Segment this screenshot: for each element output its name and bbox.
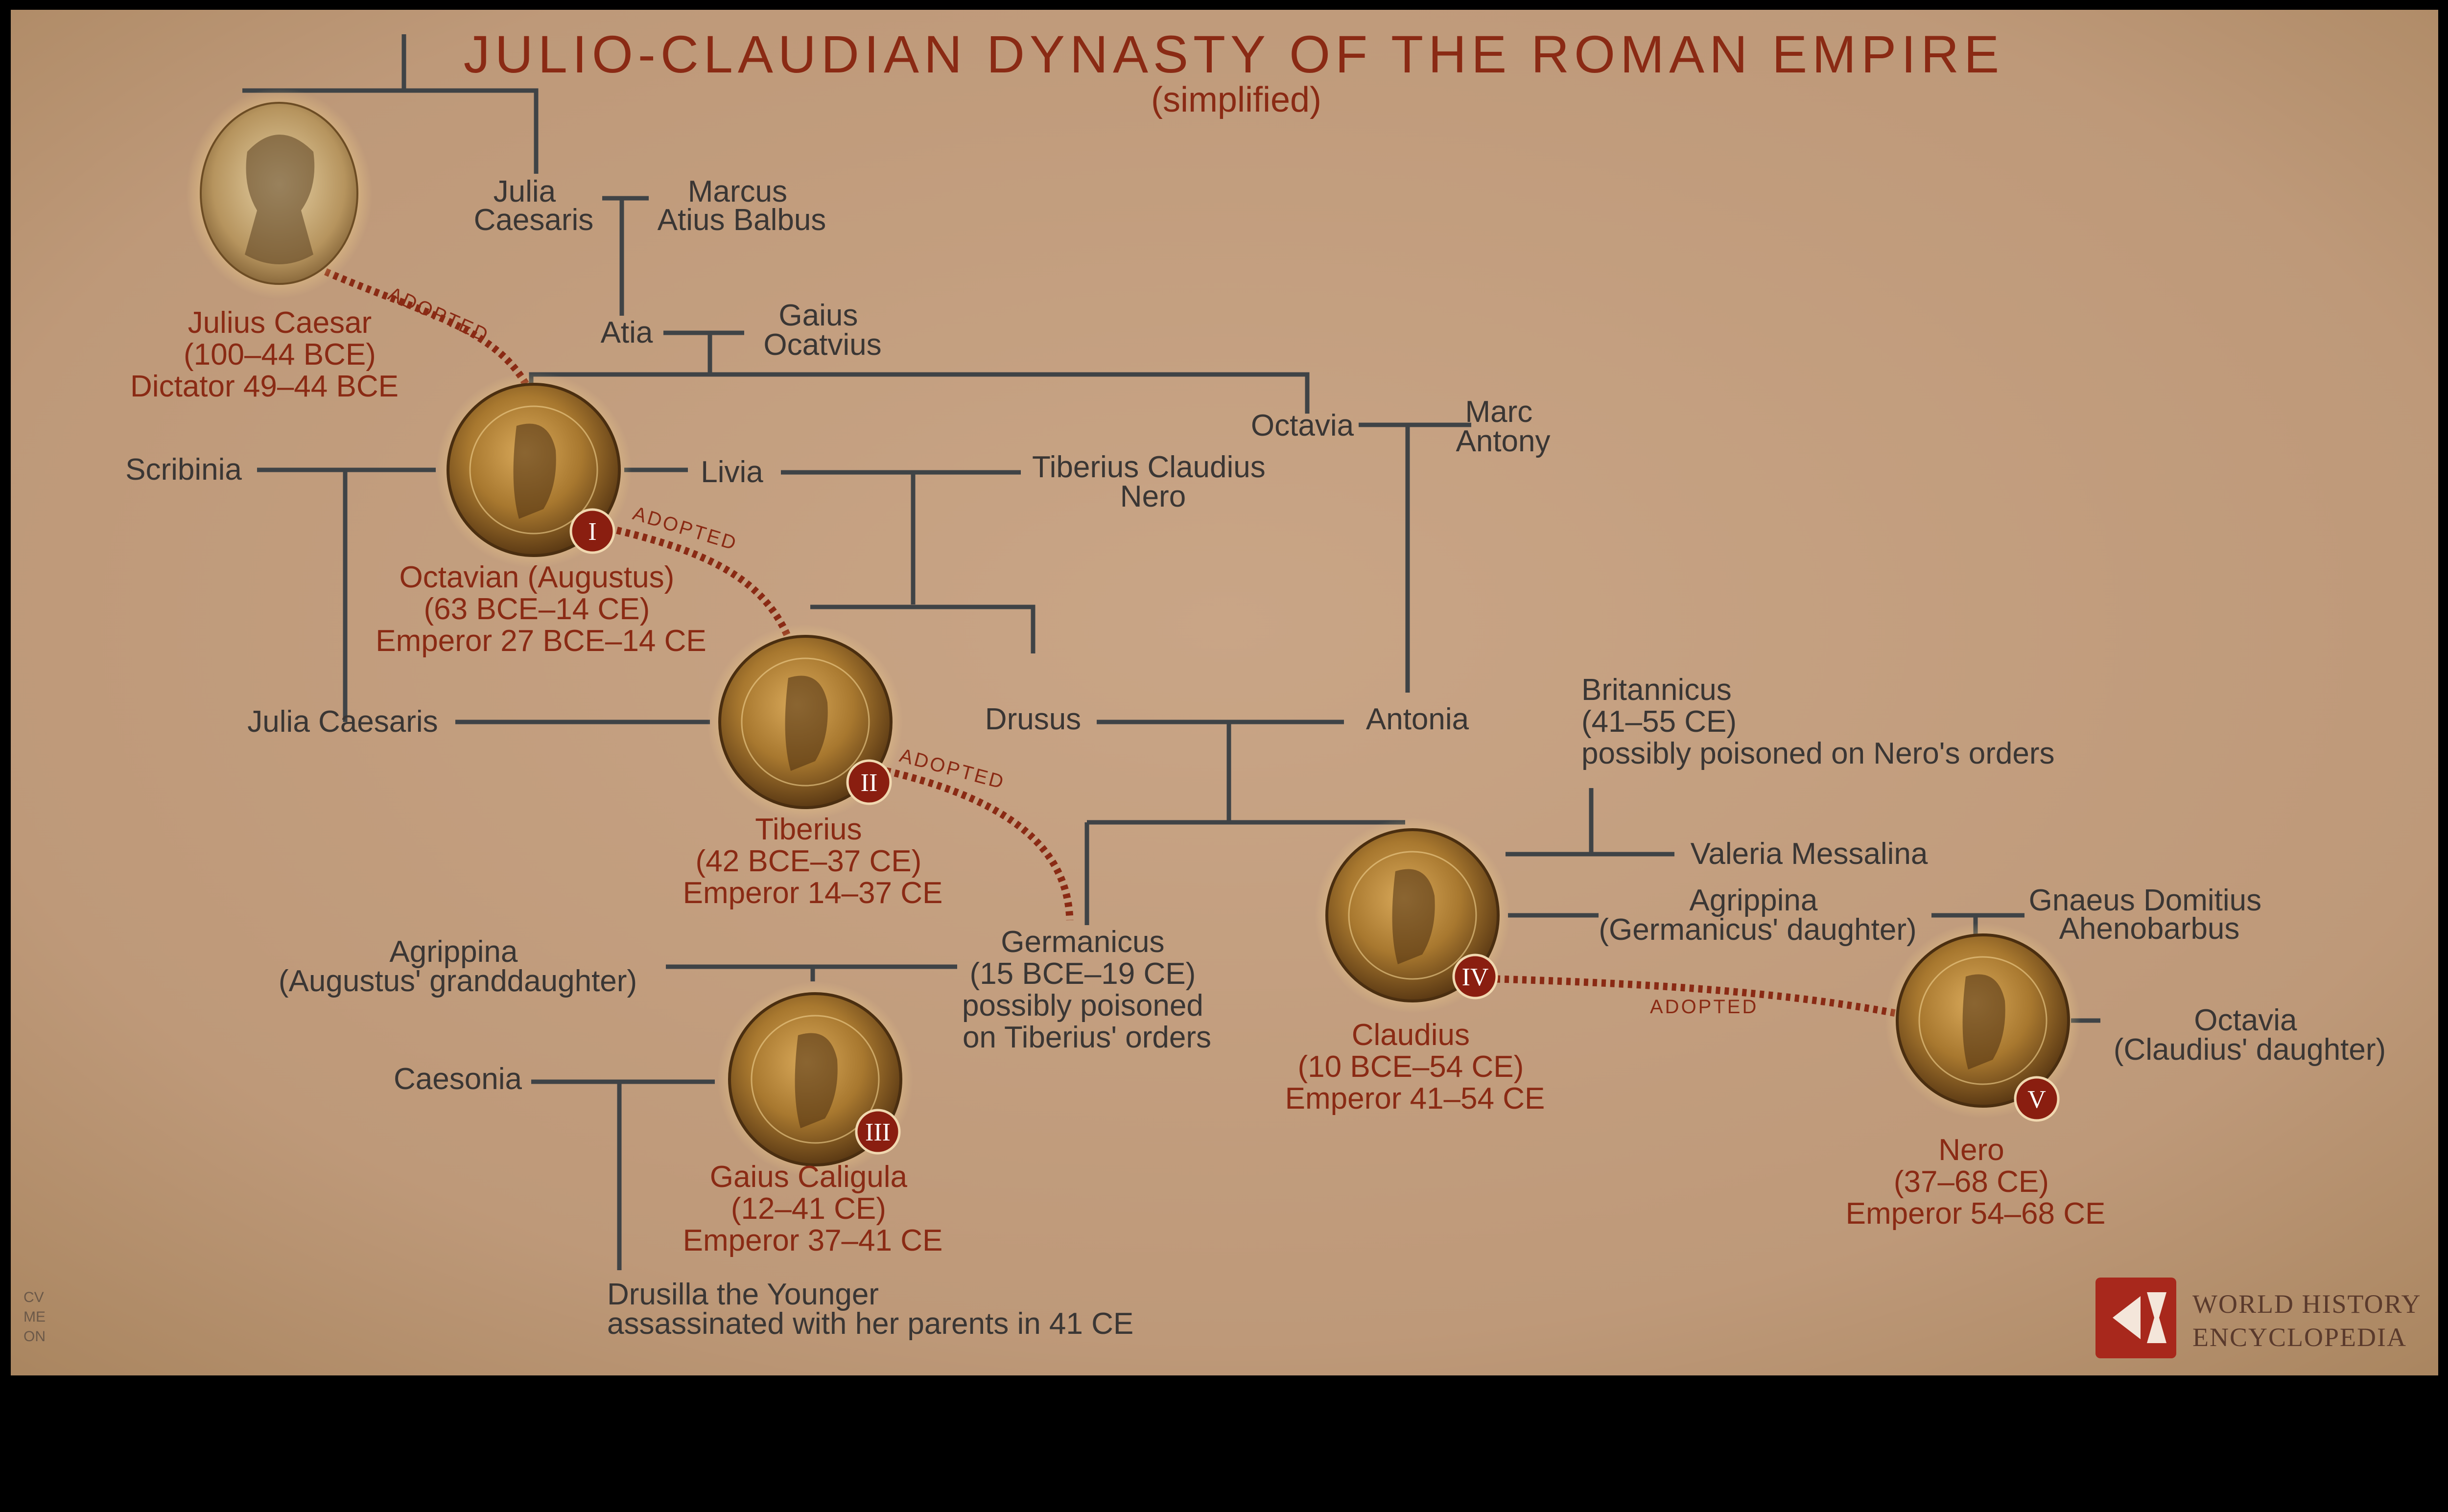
connector-line (663, 330, 744, 374)
person-caesonia: Caesonia (394, 1062, 522, 1096)
person-scribinia: Scribinia (125, 453, 242, 487)
person-nero: Nero (37–68 CE) Emperor 54–68 CE (1846, 1133, 2106, 1231)
paper-background (11, 10, 2438, 1375)
connector-line (1084, 820, 1405, 925)
person-agrippina-germanicus: Agrippina (Germanicus' daughter) (1599, 884, 1916, 947)
person-marc-antony: Marc Antony (1456, 395, 1550, 458)
person-gnaeus-domitius: Gnaeus Domitius Ahenobarbus (2029, 884, 2270, 946)
numeral-badge (1452, 954, 1498, 1000)
connector-line (531, 1079, 715, 1270)
page-subtitle: (simplified) (1151, 80, 1321, 119)
connector-line (1359, 422, 1471, 693)
connector-line (1506, 788, 1674, 857)
person-agrippina-augustus: Agrippina (Augustus' granddaughter) (279, 935, 637, 998)
page-title: JULIO-CLAUDIAN DYNASTY OF THE ROMAN EMPI… (464, 24, 2004, 84)
whe-logo: WORLD HISTORY ENCYCLOPEDIA (2095, 1278, 2422, 1358)
person-caligula: Gaius Caligula (12–41 CE) Emperor 37–41 … (683, 1160, 943, 1257)
person-octavia-elder: Octavia (1251, 409, 1354, 442)
emperor-numeral: I (588, 518, 596, 546)
connector-line (666, 964, 957, 981)
emperor-numeral: V (2027, 1086, 2046, 1114)
person-livia: Livia (701, 455, 763, 489)
artist-signature: CV ME ON (24, 1289, 49, 1345)
emperor-numeral: II (861, 769, 878, 797)
connector-line (810, 605, 1036, 653)
person-tiberius-claudius-nero: Tiberius Claudius Nero (1032, 450, 1274, 513)
person-drusus: Drusus (985, 702, 1081, 736)
emperor-numeral: III (865, 1118, 891, 1146)
coin-tiberius: II (707, 624, 903, 820)
numeral-badge (2014, 1076, 2060, 1122)
coin-claudius: IV (1315, 817, 1510, 1013)
person-julia-caesaris: Julia Caesaris (247, 705, 438, 739)
person-valeria-messalina: Valeria Messalina (1691, 837, 1928, 871)
connector-line (1097, 720, 1344, 822)
person-atia: Atia (601, 316, 653, 349)
coin-caligula: III (717, 981, 913, 1177)
adoption-links (324, 268, 1932, 1024)
adopted-label: ADOPTED (1650, 996, 1758, 1018)
person-marcus-atius-balbus: Marcus Atius Balbus (658, 175, 826, 237)
bottom-bar (0, 1375, 2448, 1512)
portrait-julius-caesar (186, 88, 372, 299)
connector-line (242, 34, 539, 174)
person-julius-caesar: Julius Caesar (100–44 BCE) Dictator 49–4… (130, 306, 399, 403)
numeral-badge (569, 508, 615, 554)
person-julia-caesaris-elder: Julia Caesaris (474, 175, 594, 237)
numeral-badge (846, 759, 892, 805)
person-claudius: Claudius (10 BCE–54 CE) Emperor 41–54 CE (1285, 1018, 1545, 1116)
person-tiberius: Tiberius (42 BCE–37 CE) Emperor 14–37 CE (683, 813, 943, 910)
logo-line-2: ENCYCLOPEDIA (2192, 1323, 2407, 1352)
person-drusilla: Drusilla the Younger assassinated with h… (607, 1278, 1133, 1341)
person-octavian: Octavian (Augustus) (63 BCE–14 CE) Emper… (376, 560, 706, 658)
emperor-numeral: IV (1462, 963, 1489, 991)
person-octavia-claudius: Octavia (Claudius' daughter) (2114, 1003, 2386, 1067)
coin-nero: V (1885, 923, 2081, 1122)
numeral-badge (855, 1109, 901, 1155)
person-germanicus: Germanicus (15 BCE–19 CE) possibly poiso… (962, 925, 1212, 1054)
adoption-link (1495, 975, 1932, 1024)
connector-line (343, 470, 710, 724)
adoption-link (324, 268, 532, 391)
adoption-link (885, 767, 1074, 921)
connector-line (602, 196, 649, 316)
person-britannicus: Britannicus (41–55 CE) possibly poisoned… (1581, 673, 2054, 770)
logo-line-1: WORLD HISTORY (2192, 1289, 2422, 1319)
person-gaius-octavius: Gaius Ocatvius (763, 299, 881, 362)
person-antonia: Antonia (1366, 702, 1469, 736)
coin-octavian: I (436, 372, 632, 568)
adoption-link (599, 522, 795, 645)
